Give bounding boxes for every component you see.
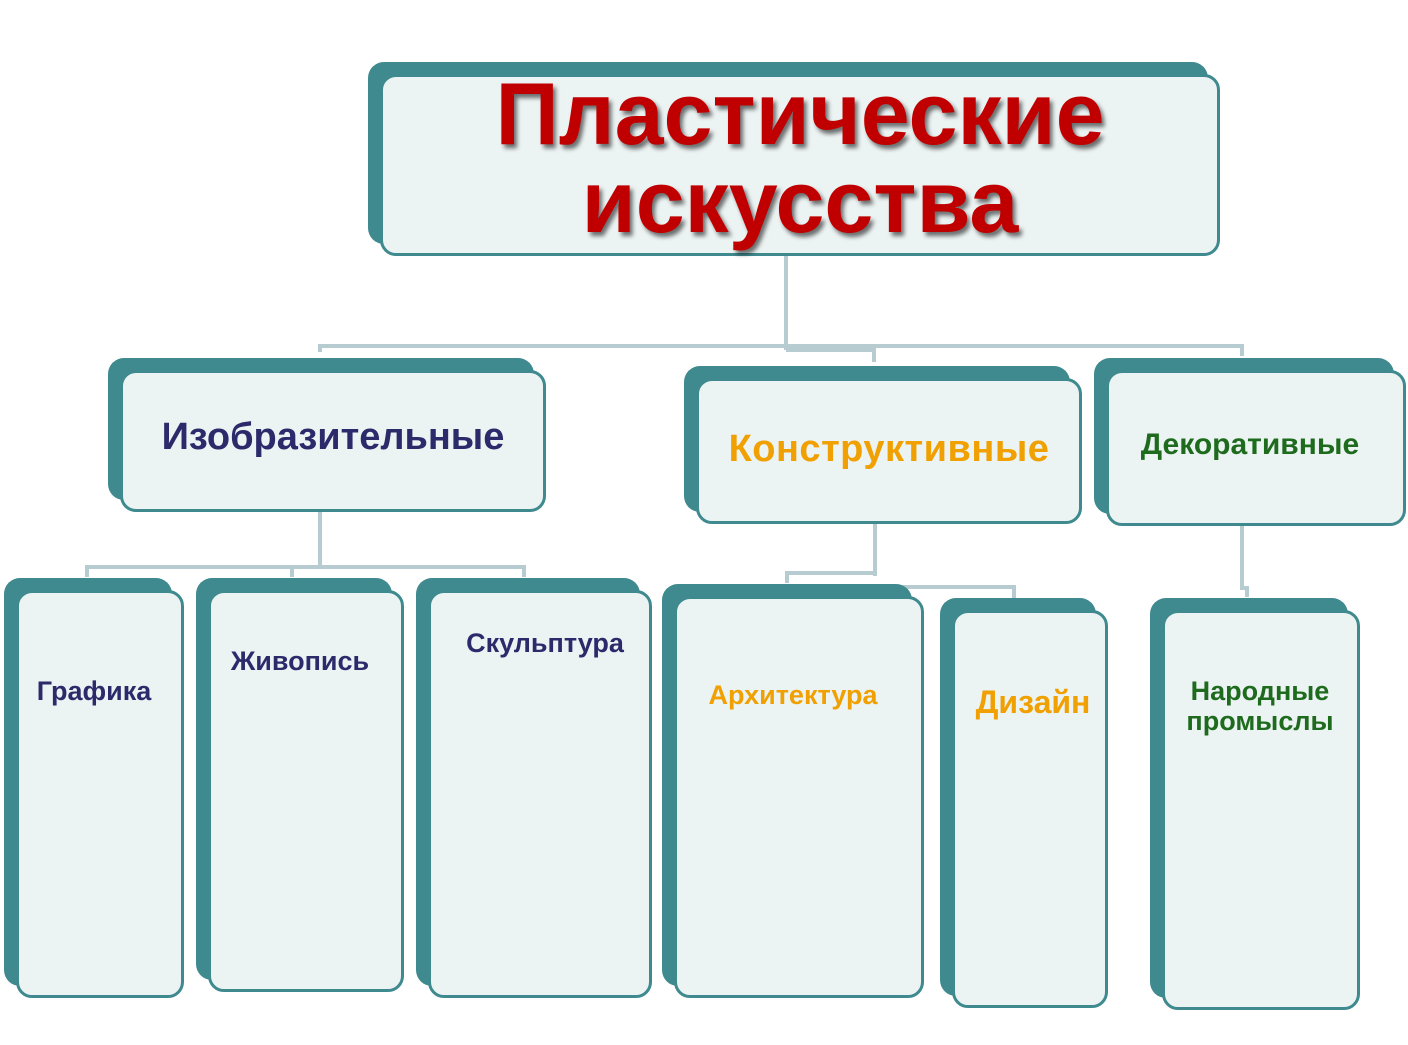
decorative-arts-label: Декоративные (1140, 428, 1360, 461)
graphics-box: Графика (4, 578, 184, 998)
sculpture-box-face (428, 590, 652, 998)
design-label: Дизайн (975, 684, 1091, 720)
architecture-label: Архитектура (708, 680, 878, 710)
architecture-box-face (674, 596, 924, 998)
painting-box-face (208, 590, 404, 992)
graphics-box-face (16, 590, 184, 998)
architecture-box: Архитектура (662, 584, 924, 998)
root-title-line2: искусства (581, 152, 1019, 251)
folk-crafts-box-face (1162, 610, 1360, 1010)
folk-crafts-label: Народные промыслы (1186, 676, 1334, 737)
sculpture-label: Скульптура (466, 628, 624, 658)
decorative-arts-box-face (1106, 370, 1406, 526)
constructive-arts-box: Конструктивные (684, 366, 1082, 524)
fine-arts-box: Изобразительные (108, 358, 546, 512)
painting-box: Живопись (196, 578, 404, 992)
root-title: Пластические искусства (380, 70, 1220, 246)
connector-top-bus (318, 344, 1244, 356)
design-box: Дизайн (940, 598, 1108, 1008)
root-title-line1: Пластические (495, 64, 1105, 163)
fine-arts-label: Изобразительные (161, 416, 505, 458)
constructive-arts-box-face (696, 378, 1082, 524)
connector-to-design (875, 585, 1016, 598)
constructive-arts-label: Конструктивные (728, 428, 1050, 470)
fine-arts-box-face (120, 370, 546, 512)
connector-decorative-stem (1240, 524, 1249, 597)
connector-constructive-bus (785, 571, 875, 583)
decorative-arts-box: Декоративные (1094, 358, 1406, 526)
painting-label: Живопись (230, 646, 370, 676)
connector-fine-bus (85, 565, 526, 577)
graphics-label: Графика (36, 676, 152, 706)
connector-to-constructive (786, 348, 876, 362)
design-box-face (952, 610, 1108, 1008)
folk-crafts-box: Народные промыслы (1150, 598, 1360, 1010)
root-box: Пластические искусства (368, 62, 1220, 256)
root-box-face (380, 74, 1220, 256)
sculpture-box: Скульптура (416, 578, 652, 998)
